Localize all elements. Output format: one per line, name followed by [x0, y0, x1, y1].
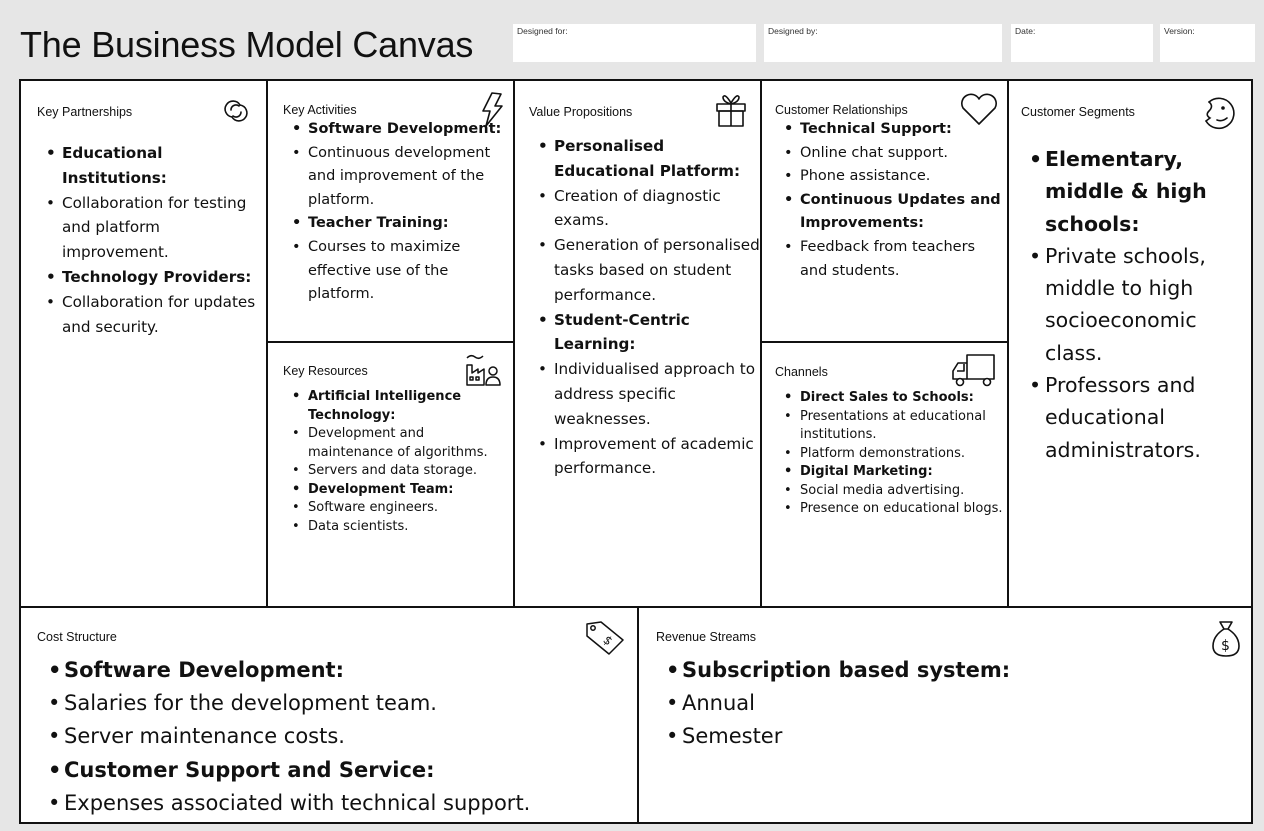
- list-item: Servers and data storage.: [289, 462, 511, 481]
- revenue-streams-list: Subscription based system:AnnualSemester: [663, 654, 1243, 754]
- designed-by-label: Designed by:: [768, 26, 818, 36]
- list-item: Courses to maximize effective use of the…: [289, 236, 511, 307]
- list-heading-item: Software Development:: [45, 654, 635, 687]
- key-partnerships-section: Key Partnerships Educational Institution…: [21, 81, 268, 606]
- list-heading-item: Direct Sales to Schools:: [781, 389, 1006, 408]
- list-item: Improvement of academic performance.: [535, 432, 760, 482]
- list-heading-item: Student-Centric Learning:: [535, 308, 760, 358]
- factory-person-icon: [466, 354, 501, 386]
- key-activities-list: Software Development:Continuous developm…: [289, 118, 511, 307]
- list-item: Phone assistance.: [781, 165, 1006, 189]
- list-heading-item: Customer Support and Service:: [45, 754, 635, 787]
- list-heading-item: Teacher Training:: [289, 212, 511, 236]
- cost-structure-list: Software Development:Salaries for the de…: [45, 654, 635, 820]
- list-item: Server maintenance costs.: [45, 720, 635, 753]
- list-item: Salaries for the development team.: [45, 687, 635, 720]
- key-partnerships-list: Educational Institutions:Collaboration f…: [43, 141, 265, 339]
- customer-segments-list: Elementary, middle & high schools:Privat…: [1026, 143, 1251, 466]
- list-item: Private schools, middle to high socioeco…: [1026, 240, 1251, 369]
- cost-structure-section: Cost Structure $ Software Development:Sa…: [21, 606, 639, 822]
- designed-for-label: Designed for:: [517, 26, 568, 36]
- list-item: Online chat support.: [781, 142, 1006, 166]
- link-icon: [224, 100, 248, 122]
- customer-segments-heading: Customer Segments: [1021, 105, 1135, 119]
- svg-text:$: $: [601, 633, 616, 649]
- key-activities-section: Key Activities Software Development:Cont…: [268, 81, 515, 343]
- business-model-canvas: Key Partnerships Educational Institution…: [19, 79, 1253, 824]
- list-item: Creation of diagnostic exams.: [535, 184, 760, 234]
- customer-relationships-section: Customer Relationships Technical Support…: [762, 81, 1009, 343]
- value-propositions-heading: Value Propositions: [529, 105, 633, 119]
- list-heading-item: Subscription based system:: [663, 654, 1243, 687]
- list-heading-item: Software Development:: [289, 118, 511, 142]
- revenue-streams-heading: Revenue Streams: [656, 630, 757, 644]
- price-tag-icon: $: [586, 621, 624, 655]
- key-resources-list: Artificial Intelligence Technology:Devel…: [289, 388, 511, 536]
- smiley-face-icon: [1205, 97, 1235, 130]
- list-item: Feedback from teachers and students.: [781, 236, 1006, 283]
- date-label: Date:: [1015, 26, 1036, 36]
- list-item: Expenses associated with technical suppo…: [45, 787, 635, 820]
- list-item: Development and maintenance of algorithm…: [289, 425, 511, 462]
- list-item: Individualised approach to address speci…: [535, 357, 760, 431]
- list-heading-item: Digital Marketing:: [781, 463, 1006, 482]
- list-item: Social media advertising.: [781, 482, 1006, 501]
- list-heading-item: Personalised Educational Platform:: [535, 134, 760, 184]
- list-heading-item: Elementary, middle & high schools:: [1026, 143, 1251, 240]
- cost-structure-heading: Cost Structure: [37, 630, 117, 644]
- list-item: Presence on educational blogs.: [781, 500, 1006, 519]
- key-partnerships-heading: Key Partnerships: [37, 105, 133, 119]
- list-heading-item: Technical Support:: [781, 118, 1006, 142]
- gift-icon: [716, 95, 746, 127]
- designed-for-field[interactable]: Designed for:: [513, 24, 756, 62]
- list-heading-item: Artificial Intelligence Technology:: [289, 388, 511, 425]
- designed-by-field[interactable]: Designed by:: [764, 24, 1002, 62]
- list-heading-item: Development Team:: [289, 481, 511, 500]
- key-activities-heading: Key Activities: [283, 103, 357, 117]
- heart-icon: [961, 93, 997, 125]
- list-item: Semester: [663, 720, 1243, 753]
- list-item: Collaboration for updates and security.: [43, 290, 265, 340]
- list-item: Software engineers.: [289, 499, 511, 518]
- value-propositions-list: Personalised Educational Platform:Creati…: [535, 134, 760, 481]
- version-label: Version:: [1164, 26, 1195, 36]
- truck-icon: [952, 354, 995, 387]
- page-title: The Business Model Canvas: [20, 24, 474, 65]
- list-heading-item: Continuous Updates and Improvements:: [781, 189, 1006, 236]
- customer-relationships-list: Technical Support:Online chat support.Ph…: [781, 118, 1006, 283]
- channels-heading: Channels: [775, 365, 828, 379]
- key-resources-section: Key Resources Artificial Intelligence Te…: [268, 343, 515, 606]
- channels-section: Channels Direct Sales to Schools:Present…: [762, 343, 1009, 606]
- list-item: Continuous development and improvement o…: [289, 142, 511, 213]
- list-item: Collaboration for testing and platform i…: [43, 191, 265, 265]
- version-field[interactable]: Version:: [1160, 24, 1255, 62]
- list-item: Generation of personalised tasks based o…: [535, 233, 760, 307]
- list-item: Annual: [663, 687, 1243, 720]
- list-heading-item: Technology Providers:: [43, 265, 265, 290]
- list-heading-item: Educational Institutions:: [43, 141, 265, 191]
- value-propositions-section: Value Propositions Personalised Educatio…: [515, 81, 762, 606]
- key-resources-heading: Key Resources: [283, 364, 368, 378]
- lightning-icon: [482, 92, 503, 127]
- date-field[interactable]: Date:: [1011, 24, 1153, 62]
- list-item: Data scientists.: [289, 518, 511, 537]
- list-item: Presentations at educational institution…: [781, 408, 1006, 445]
- customer-relationships-heading: Customer Relationships: [775, 103, 908, 117]
- list-item: Professors and educational administrator…: [1026, 369, 1251, 466]
- channels-list: Direct Sales to Schools:Presentations at…: [781, 389, 1006, 519]
- revenue-streams-section: Revenue Streams $ Subscription based sys…: [639, 606, 1253, 822]
- svg-text:$: $: [1221, 638, 1230, 654]
- customer-segments-section: Customer Segments Elementary, middle & h…: [1009, 81, 1253, 606]
- list-item: Platform demonstrations.: [781, 445, 1006, 464]
